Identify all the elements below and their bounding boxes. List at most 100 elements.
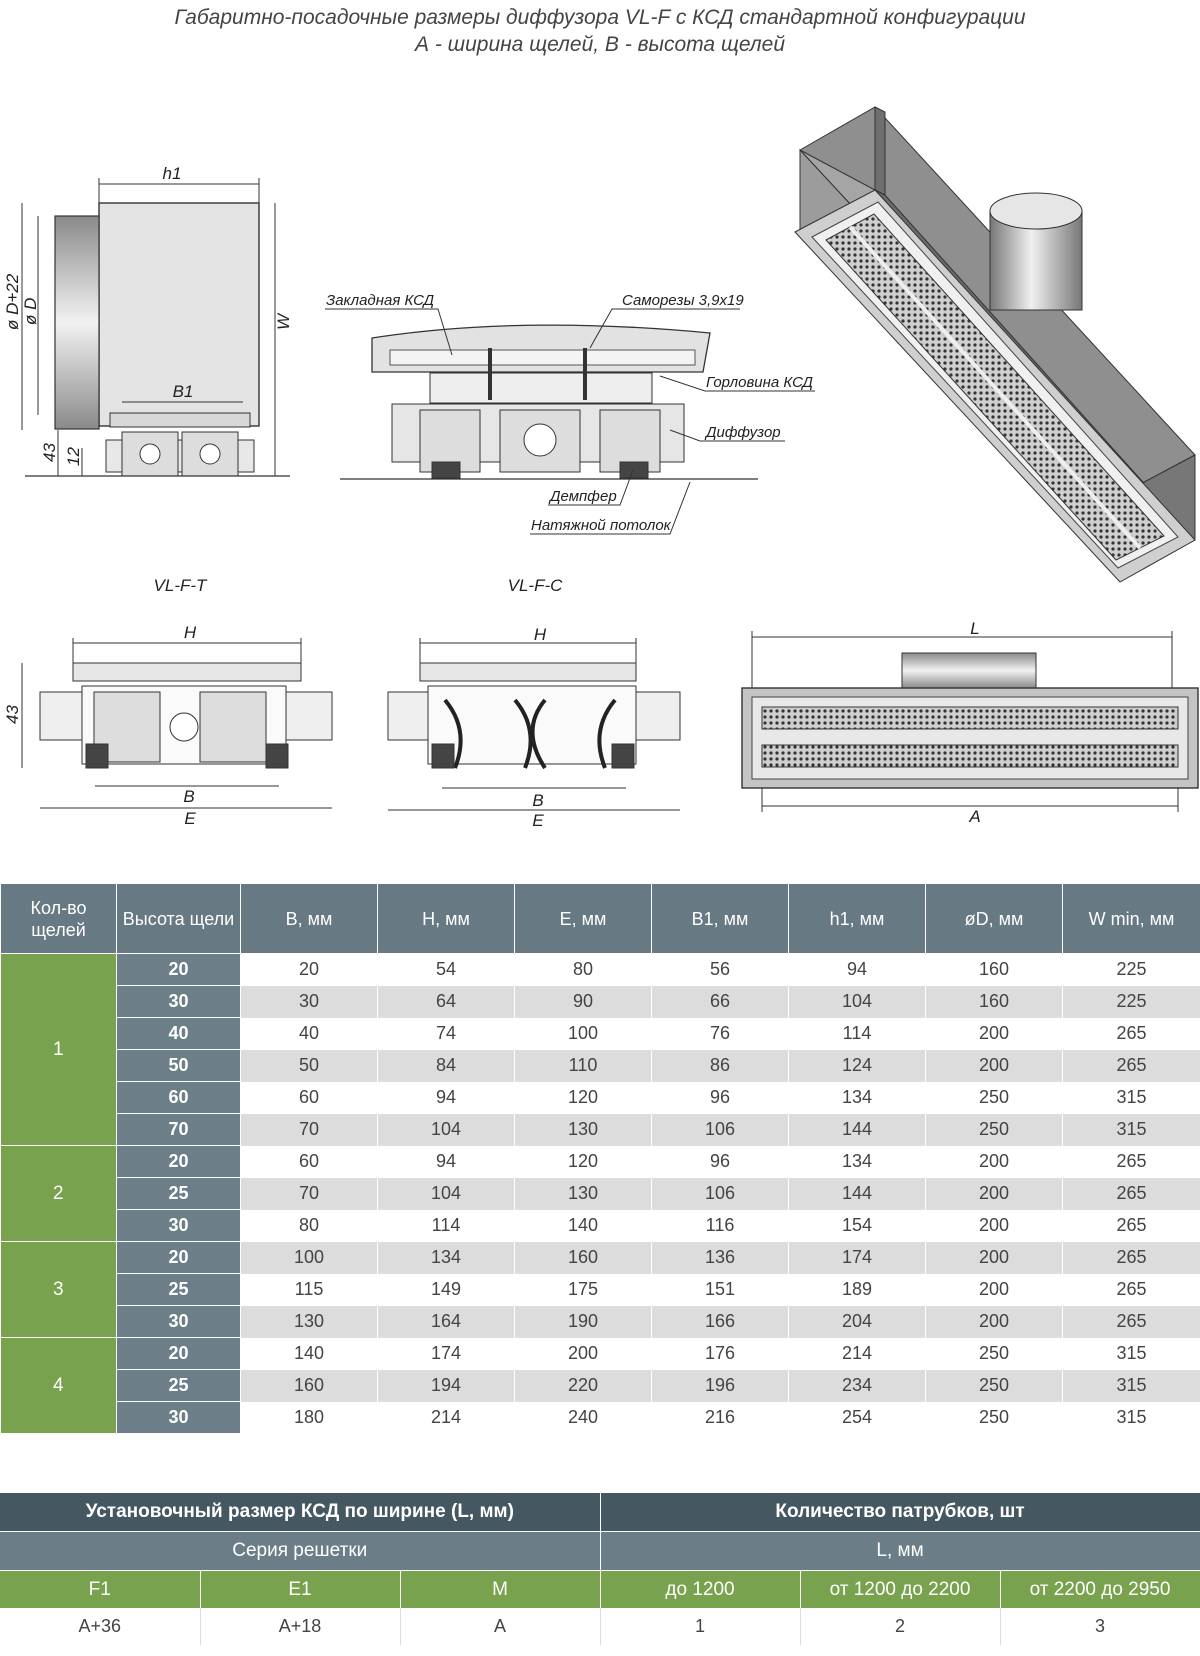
value-cell: 70 (240, 1113, 378, 1146)
value-cell: 94 (377, 1081, 515, 1114)
slot-count-cell: 3 (0, 1241, 117, 1338)
col-slot-height: Высота щели (116, 883, 241, 954)
value-cell: 114 (788, 1017, 926, 1050)
slot-height-cell: 20 (116, 953, 241, 986)
range-3: от 2200 до 2950 (1000, 1570, 1200, 1608)
value-cell: 160 (925, 953, 1063, 986)
value-cell: 130 (240, 1305, 378, 1338)
slot-height-cell: 25 (116, 1369, 241, 1402)
mount-title-row: Установочный размер КСД по ширине (L, мм… (0, 1493, 1200, 1532)
value-cell: 160 (514, 1241, 652, 1274)
value-cell: 160 (925, 985, 1063, 1018)
value-cell: 315 (1062, 1113, 1200, 1146)
value-cell: 106 (651, 1177, 789, 1210)
value-cell: 74 (377, 1017, 515, 1050)
value-cell: 130 (514, 1177, 652, 1210)
spec-header-row: Кол-во щелей Высота щели B, мм H, мм E, … (0, 883, 1200, 954)
value-cell: 115 (240, 1273, 378, 1306)
value-cell: 214 (788, 1337, 926, 1370)
value-cell: 265 (1062, 1177, 1200, 1210)
value-cell: 265 (1062, 1241, 1200, 1274)
slot-height-cell: 50 (116, 1049, 241, 1082)
value-cell: 189 (788, 1273, 926, 1306)
value-cell: 144 (788, 1177, 926, 1210)
value-cell: 54 (377, 953, 515, 986)
dim-43-side: 43 (40, 443, 59, 462)
value-cell: 60 (240, 1145, 378, 1178)
value-cell: 160 (240, 1369, 378, 1402)
value-cell: 190 (514, 1305, 652, 1338)
value-cell: 50 (240, 1049, 378, 1082)
value-cell: 250 (925, 1113, 1063, 1146)
value-cell: 166 (651, 1305, 789, 1338)
value-cell: 315 (1062, 1369, 1200, 1402)
value-cell: 70 (240, 1177, 378, 1210)
value-cell: 200 (925, 1305, 1063, 1338)
label-damper: Демпфер (548, 488, 617, 505)
value-cell: 196 (651, 1369, 789, 1402)
col-e: E, мм (514, 883, 652, 954)
value-cell: 120 (514, 1145, 652, 1178)
value-cell: 194 (377, 1369, 515, 1402)
range-2: от 1200 до 2200 (800, 1570, 1001, 1608)
spec-table: Кол-во щелей Высота щели B, мм H, мм E, … (0, 883, 1200, 1434)
value-cell: 134 (788, 1081, 926, 1114)
value-cell: 250 (925, 1081, 1063, 1114)
value-cell: 134 (788, 1145, 926, 1178)
value-cell: 265 (1062, 1145, 1200, 1178)
dim-h-t: H (184, 623, 197, 642)
value-cell: 86 (651, 1049, 789, 1082)
value-cell: 136 (651, 1241, 789, 1274)
dim-h-c: H (534, 625, 547, 644)
slot-height-cell: 40 (116, 1017, 241, 1050)
value-cell: 265 (1062, 1273, 1200, 1306)
value-cell: 104 (377, 1177, 515, 1210)
value-cell: 30 (240, 985, 378, 1018)
slot-height-cell: 60 (116, 1081, 241, 1114)
slot-height-cell: 30 (116, 1209, 241, 1242)
series-e1: E1 (200, 1570, 401, 1608)
value-range-1: 1 (600, 1608, 801, 1645)
value-cell: 174 (377, 1337, 515, 1370)
caption-vl-f-c: VL-F-C (508, 576, 564, 595)
label-neck: Горловина КСД (706, 374, 813, 391)
value-e1: A+18 (200, 1608, 401, 1645)
slot-count-cell: 1 (0, 953, 117, 1146)
value-cell: 151 (651, 1273, 789, 1306)
technical-drawings: h1 ø D+22 ø D W B1 43 12 (3, 106, 1199, 830)
value-cell: 90 (514, 985, 652, 1018)
label-ceiling: Натяжной потолок (531, 517, 672, 534)
isometric-view-drawing (794, 106, 1196, 583)
slot-height-cell: 30 (116, 1305, 241, 1338)
slot-height-cell: 70 (116, 1113, 241, 1146)
value-cell: 134 (377, 1241, 515, 1274)
value-f1: A+36 (0, 1608, 201, 1645)
title-line-1: Габаритно-посадочные размеры диффузора V… (174, 6, 1026, 29)
value-cell: 140 (240, 1337, 378, 1370)
value-cell: 100 (240, 1241, 378, 1274)
value-cell: 225 (1062, 985, 1200, 1018)
value-cell: 315 (1062, 1081, 1200, 1114)
value-cell: 200 (925, 1177, 1063, 1210)
value-cell: 250 (925, 1337, 1063, 1370)
section-vl-f-c: VL-F-C H B E (387, 576, 681, 830)
col-slots: Кол-во щелей (0, 883, 117, 954)
value-cell: 265 (1062, 1049, 1200, 1082)
dim-a: A (968, 807, 980, 826)
value-cell: 154 (788, 1209, 926, 1242)
value-cell: 200 (925, 1209, 1063, 1242)
value-cell: 220 (514, 1369, 652, 1402)
page-title: Габаритно-посадочные размеры диффузора V… (0, 4, 1200, 58)
value-cell: 20 (240, 953, 378, 986)
dim-h1: h1 (163, 164, 182, 183)
value-cell: 106 (651, 1113, 789, 1146)
value-cell: 100 (514, 1017, 652, 1050)
label-ksd: Закладная КСД (326, 292, 435, 309)
value-cell: 114 (377, 1209, 515, 1242)
